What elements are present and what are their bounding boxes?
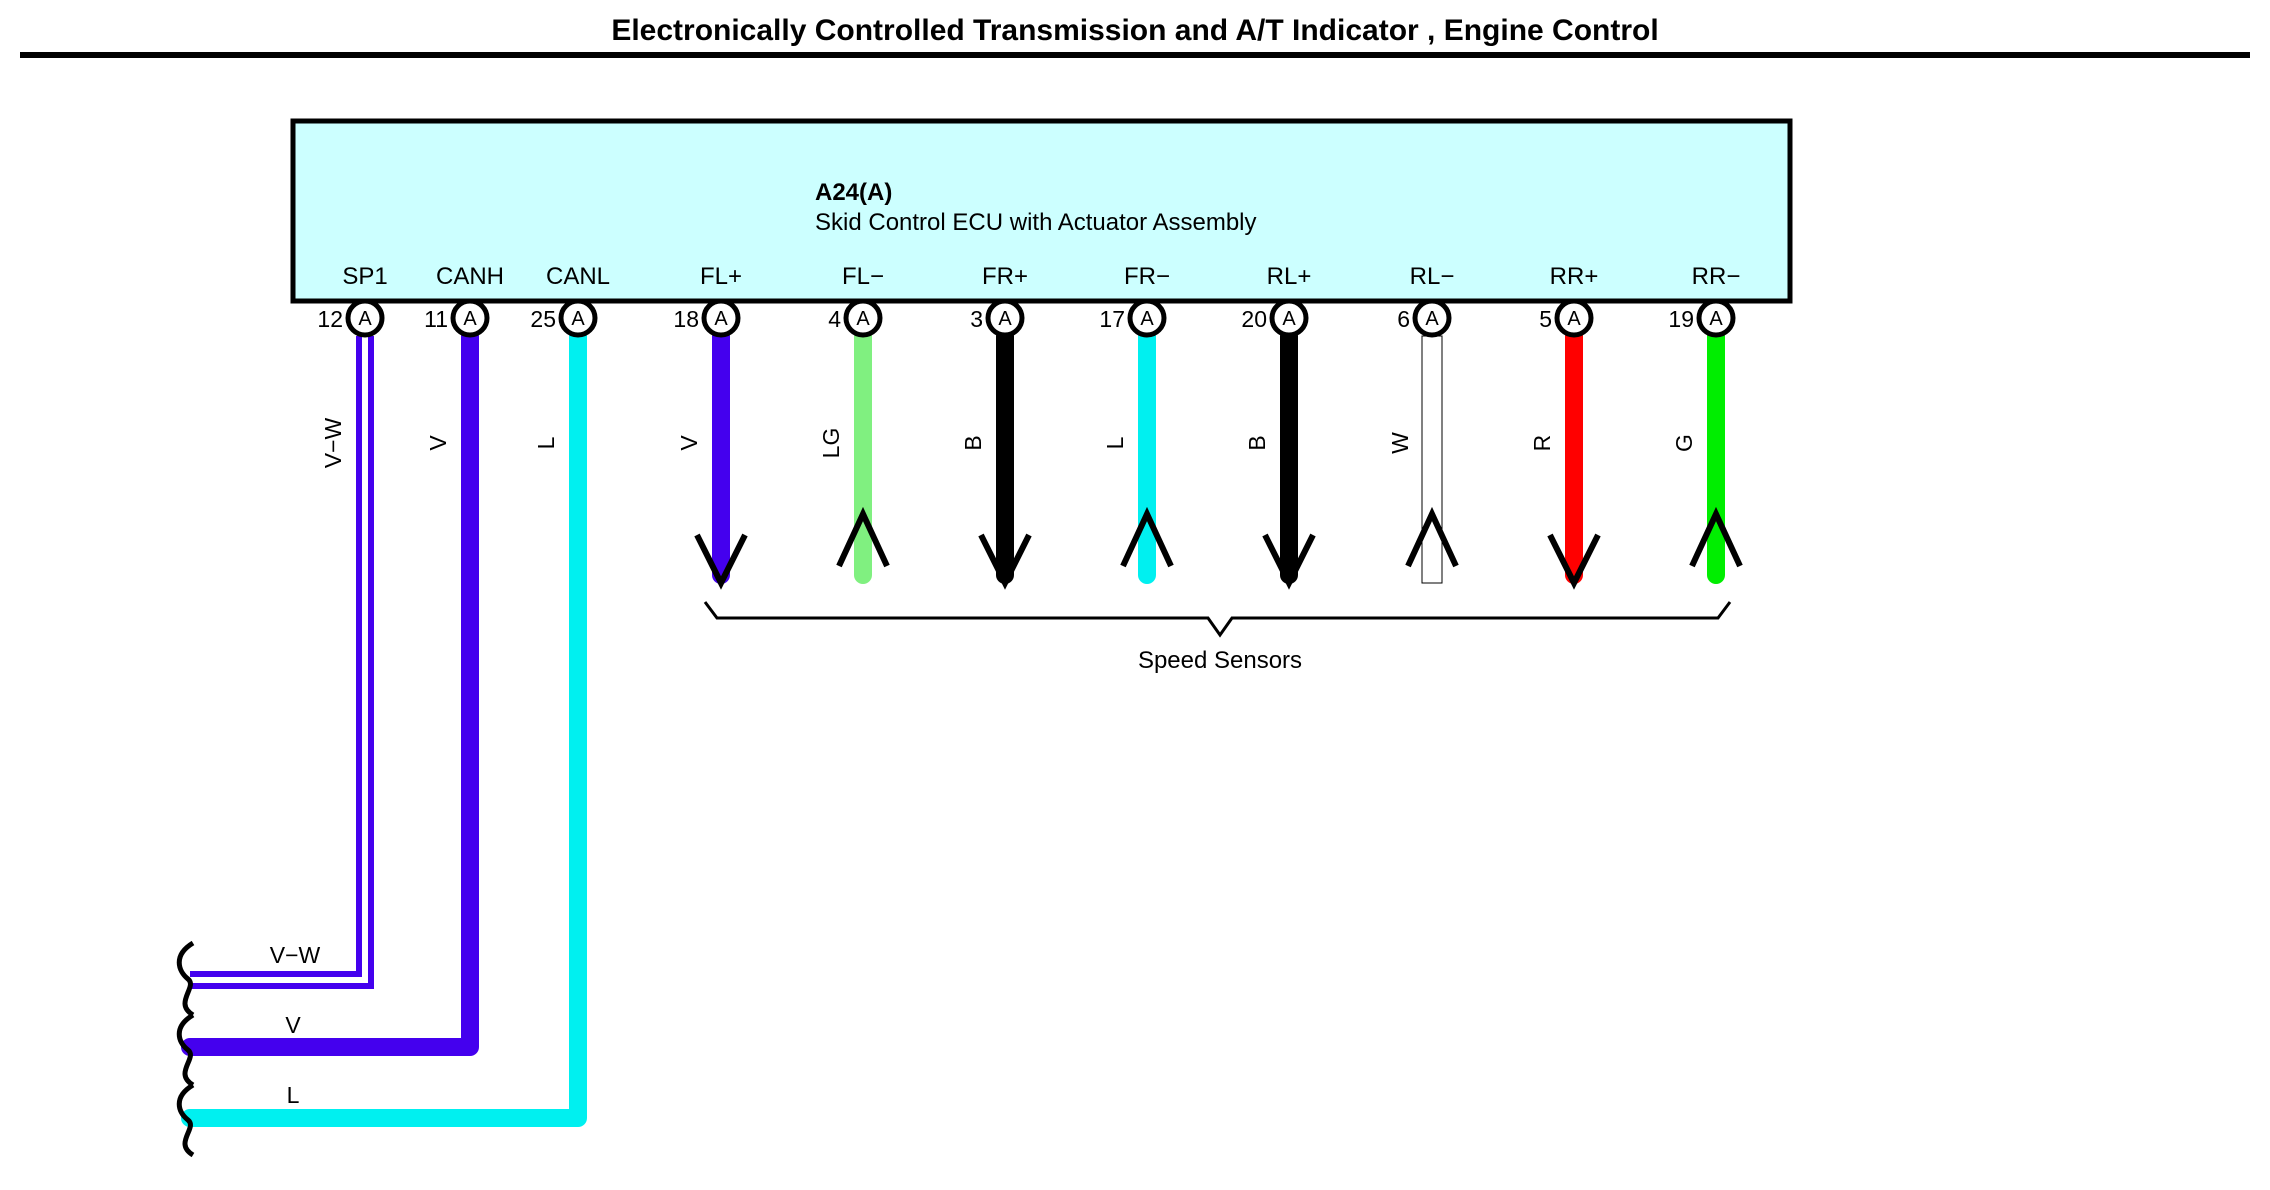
wire-color-label-rl-minus: W xyxy=(1387,432,1413,454)
connector-letter-fl-minus: A xyxy=(856,308,870,330)
pin-name-rl-plus: RL+ xyxy=(1267,263,1312,290)
pin-number-fl-minus: 4 xyxy=(828,306,841,332)
pin-name-rr-minus: RR− xyxy=(1692,263,1741,290)
connector-pin-sp1 xyxy=(345,298,385,338)
connector-pin-fr-minus xyxy=(1127,298,1167,338)
arrow-down-fl-plus xyxy=(694,533,748,590)
diagram-title: Electronically Controlled Transmission a… xyxy=(611,14,1658,47)
connector-letter-canl: A xyxy=(571,308,585,330)
break-mark-3 xyxy=(176,1082,195,1158)
pin-number-fr-minus: 17 xyxy=(1099,306,1125,332)
connector-letter-fr-plus: A xyxy=(998,308,1012,330)
speed-sensors-brace xyxy=(703,601,1732,638)
wire-rl-minus xyxy=(1421,335,1443,584)
arrow-down-rl-plus xyxy=(1262,533,1316,590)
pin-number-rl-minus: 6 xyxy=(1397,306,1410,332)
wire-color-label-fr-minus: L xyxy=(1102,436,1128,449)
pin-number-sp1: 12 xyxy=(317,306,343,332)
wire-canl xyxy=(181,327,587,1127)
pin-name-canl: CANL xyxy=(546,263,610,290)
connector-letter-rr-minus: A xyxy=(1709,308,1723,330)
ecu-name: Skid Control ECU with Actuator Assembly xyxy=(815,209,1257,236)
pin-name-rl-minus: RL− xyxy=(1410,263,1455,290)
pin-name-fl-minus: FL− xyxy=(842,263,884,290)
arrow-down-fr-plus xyxy=(978,533,1032,590)
pin-name-fr-minus: FR− xyxy=(1124,263,1170,290)
pin-number-rr-plus: 5 xyxy=(1539,306,1552,332)
connector-pin-canl xyxy=(558,298,598,338)
speed-sensors-label: Speed Sensors xyxy=(1138,647,1302,674)
connector-pin-rl-plus xyxy=(1269,298,1309,338)
pin-number-fl-plus: 18 xyxy=(673,306,699,332)
wire-color-label-fl-minus: LG xyxy=(818,428,844,459)
wire-color-label-fr-plus: B xyxy=(960,435,986,450)
wire-color-label-rl-plus: B xyxy=(1244,435,1270,450)
wire-stripe-sp1 xyxy=(190,336,368,983)
pin-name-fl-plus: FL+ xyxy=(700,263,742,290)
connector-letter-fr-minus: A xyxy=(1140,308,1154,330)
wire-color-label-sp1: V−W xyxy=(320,417,346,468)
arrow-down-rr-plus xyxy=(1547,533,1601,590)
connector-pin-rl-minus xyxy=(1412,298,1452,338)
break-mark-1 xyxy=(176,940,195,1018)
outgoing-wire-labels: V−W V L xyxy=(270,942,321,1108)
connector-letter-canh: A xyxy=(463,308,477,330)
pin-number-canl: 25 xyxy=(530,306,556,332)
outgoing-wire-label-3: L xyxy=(287,1082,300,1108)
connector-letter-rr-plus: A xyxy=(1567,308,1581,330)
wire-color-label-fl-plus: V xyxy=(676,435,702,451)
wire-color-label-rr-plus: R xyxy=(1529,435,1555,452)
break-mark-2 xyxy=(176,1012,195,1088)
wires: V−W V L V LG B L B W R G xyxy=(181,327,1743,1127)
pin-number-rr-minus: 19 xyxy=(1668,306,1694,332)
ecu-box xyxy=(290,118,1793,304)
pin-number-rl-plus: 20 xyxy=(1241,306,1267,332)
pin-name-canh: CANH xyxy=(436,263,504,290)
outgoing-wire-label-2: V xyxy=(285,1012,301,1038)
outgoing-wire-label-1: V−W xyxy=(270,942,321,968)
connector-pin-canh xyxy=(450,298,490,338)
connector-pin-fr-plus xyxy=(985,298,1025,338)
pin-name-rr-plus: RR+ xyxy=(1550,263,1599,290)
arrow-up-rl-minus xyxy=(1405,506,1459,568)
pin-name-fr-plus: FR+ xyxy=(982,263,1028,290)
connector-pin-rr-plus xyxy=(1554,298,1594,338)
wire-canh xyxy=(181,327,479,1056)
pin-number-fr-plus: 3 xyxy=(970,306,983,332)
connector-pin-fl-plus xyxy=(701,298,741,338)
wire-color-label-canl: L xyxy=(533,436,559,449)
connector-pin-rr-minus xyxy=(1696,298,1736,338)
arrow-up-fr-minus xyxy=(1120,506,1174,568)
wire-color-label-rr-minus: G xyxy=(1671,434,1697,452)
wire-color-label-canh: V xyxy=(425,435,451,451)
ecu-code: A24(A) xyxy=(815,179,892,206)
pin-name-sp1: SP1 xyxy=(342,263,387,290)
connector-pin-fl-minus xyxy=(843,298,883,338)
connector-letter-rl-plus: A xyxy=(1282,308,1296,330)
wire-break-marks xyxy=(176,940,195,1158)
pin-number-canh: 11 xyxy=(424,306,448,332)
arrow-up-fl-minus xyxy=(836,506,890,568)
connector-letter-sp1: A xyxy=(358,308,372,330)
arrow-up-rr-minus xyxy=(1689,506,1743,568)
connector-letter-fl-plus: A xyxy=(714,308,728,330)
connector-letter-rl-minus: A xyxy=(1425,308,1439,330)
